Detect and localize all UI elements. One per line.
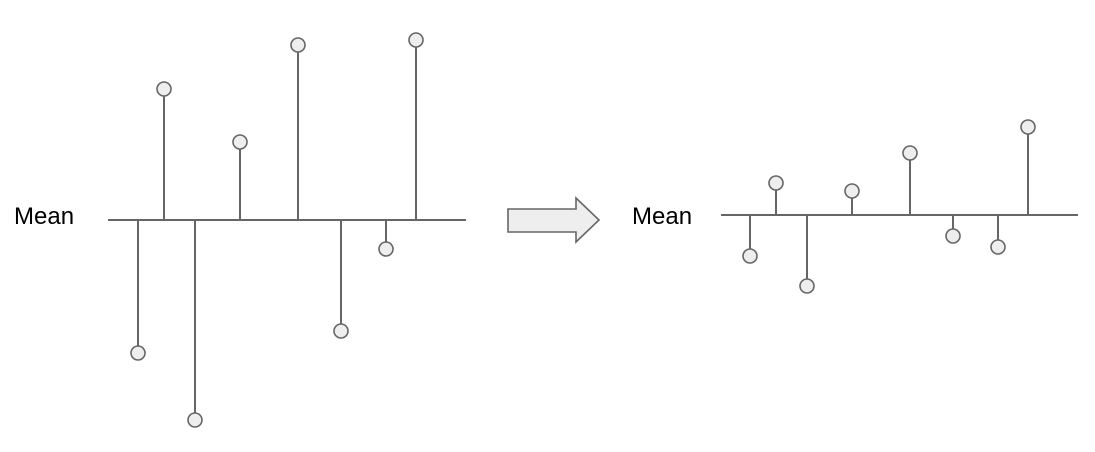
data-point-marker <box>232 134 248 150</box>
data-point-marker <box>290 37 306 53</box>
data-point-marker <box>945 228 961 244</box>
deviation-stems-before <box>130 32 424 428</box>
data-point-marker <box>130 345 146 361</box>
data-point-marker <box>844 183 860 199</box>
before-panel: Mean <box>14 32 466 428</box>
data-point-marker <box>799 278 815 294</box>
transform-arrow <box>507 196 601 244</box>
data-point-marker <box>902 145 918 161</box>
data-point-marker <box>378 241 394 257</box>
mean-label-before: Mean <box>14 203 74 230</box>
data-point-marker <box>742 248 758 264</box>
data-point-marker <box>990 239 1006 255</box>
data-point-marker <box>408 32 424 48</box>
data-point-marker <box>768 175 784 191</box>
right-arrow-icon <box>507 196 601 244</box>
after-panel: Mean <box>632 119 1078 294</box>
deviation-stems-after <box>742 119 1036 294</box>
data-point-marker <box>156 81 172 97</box>
data-point-marker <box>1020 119 1036 135</box>
data-point-marker <box>333 323 349 339</box>
mean-label-after: Mean <box>632 203 692 230</box>
data-point-marker <box>187 412 203 428</box>
